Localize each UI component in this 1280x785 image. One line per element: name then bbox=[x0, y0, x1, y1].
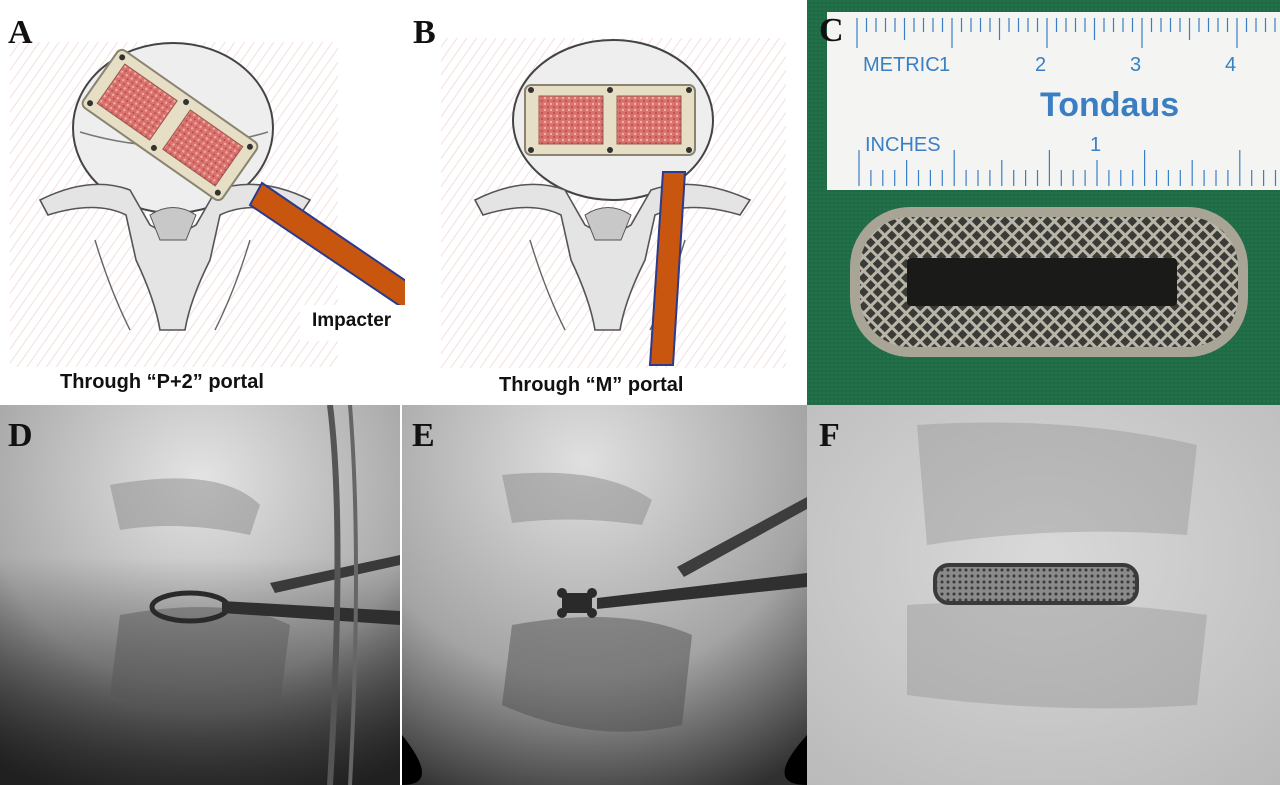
ruler-metric-2: 2 bbox=[1035, 54, 1047, 76]
cage-final-position bbox=[933, 563, 1139, 605]
ruler-brand: Tondaus bbox=[1040, 86, 1180, 124]
caption-a: Through “P+2” portal bbox=[60, 371, 264, 393]
cage-photo bbox=[807, 0, 1280, 405]
panel-letter-b: B bbox=[413, 14, 436, 51]
ruler-metric-4: 4 bbox=[1225, 54, 1237, 76]
fluoroscopy-e bbox=[402, 405, 807, 785]
cage-horizontal bbox=[524, 84, 696, 156]
panel-f: F bbox=[807, 405, 1280, 785]
panel-letter-f: F bbox=[819, 417, 840, 454]
ruler-inch-1: 1 bbox=[1090, 134, 1102, 156]
panel-b: B Through “M” portal bbox=[405, 0, 807, 405]
impacter-rod-b bbox=[648, 171, 687, 366]
panel-letter-c: C bbox=[819, 12, 844, 49]
fluoroscopy-f bbox=[807, 405, 1280, 785]
impacter-label: Impacter bbox=[312, 310, 392, 331]
vertebra-illustration-a bbox=[10, 42, 405, 367]
ruler-metric-1: 1 bbox=[939, 54, 951, 76]
caption-b: Through “M” portal bbox=[499, 374, 684, 396]
cage-tilted bbox=[81, 48, 259, 202]
panel-e: E bbox=[402, 405, 807, 785]
cage-marker-e bbox=[557, 588, 597, 618]
vertebra-illustration-b bbox=[441, 38, 786, 368]
panel-c: C METRIC 1 2 3 4 Tondaus INCHES 1 bbox=[807, 0, 1280, 405]
panel-a: A Impa bbox=[0, 0, 405, 405]
ruler bbox=[827, 12, 1280, 190]
ruler-metric-label: METRIC bbox=[863, 54, 940, 76]
panel-letter-d: D bbox=[8, 417, 33, 454]
panel-letter-e: E bbox=[412, 417, 435, 454]
impacter-rod-a bbox=[248, 181, 405, 311]
panel-d: D bbox=[0, 405, 400, 785]
panel-letter-a: A bbox=[8, 14, 33, 51]
ruler-metric-3: 3 bbox=[1130, 54, 1142, 76]
ruler-inches-label: INCHES bbox=[865, 134, 941, 156]
fluoroscopy-d bbox=[0, 405, 400, 785]
